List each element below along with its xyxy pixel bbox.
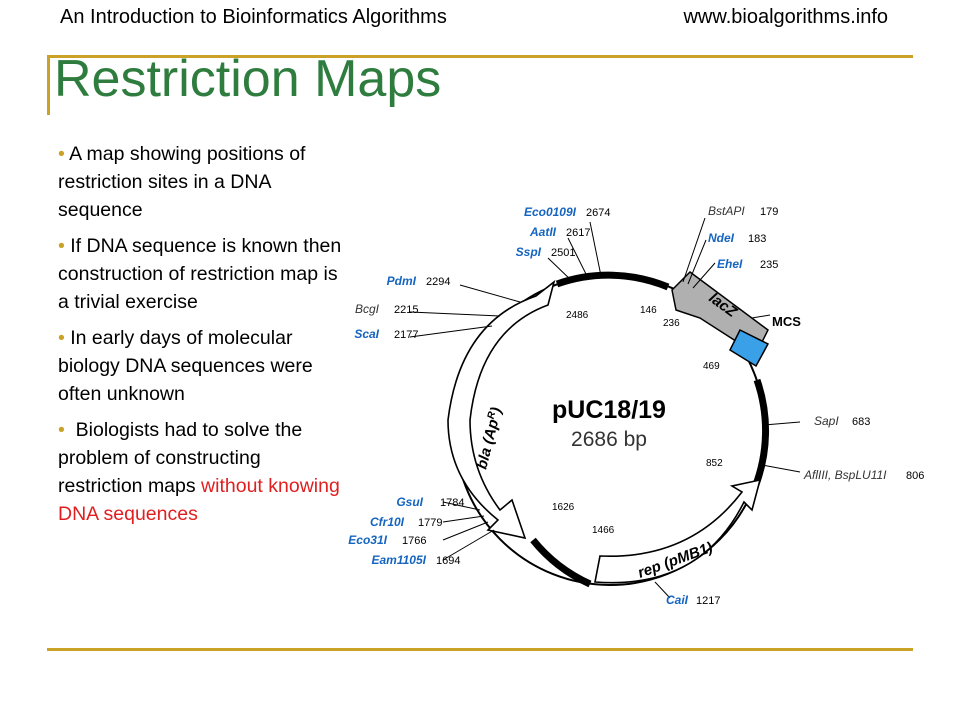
site-name-gsui: GsuI — [396, 495, 423, 509]
site-pos-eco0109i: 2674 — [586, 207, 610, 219]
bullet-item: • If DNA sequence is known then construc… — [58, 232, 348, 316]
mcs-label: MCS — [772, 314, 801, 329]
plasmid-map: 2486 146 236 469 852 1626 1466 pUC18/19 … — [348, 204, 924, 607]
top-divider — [47, 55, 913, 58]
site-leader-lines — [409, 217, 801, 599]
site-name-eco31i: Eco31I — [348, 533, 387, 547]
site-pos-afliii: 806 — [906, 470, 924, 482]
thick-segment-top — [555, 271, 670, 291]
bla-gene-arrow — [447, 279, 556, 540]
title-left-rule — [47, 57, 50, 115]
bla-gene-label: bla (ApR) — [473, 406, 505, 471]
plasmid-name: pUC18/19 — [552, 396, 666, 424]
thick-segment-bottom — [530, 537, 592, 588]
bullet-text: In early days of molecular biology DNA s… — [58, 327, 313, 405]
site-name-caii: CaiI — [666, 593, 689, 607]
bullet-dot: • — [58, 327, 71, 349]
inner-pos-label: 469 — [703, 361, 720, 372]
site-name-cfr10i: Cfr10I — [370, 515, 405, 529]
bullet-highlight: without knowing DNA sequences — [58, 475, 340, 525]
bullet-dot: • — [58, 235, 71, 257]
inner-pos-label: 1626 — [552, 502, 575, 513]
inner-pos-label: 2486 — [566, 310, 589, 321]
site-name-sapi: SapI — [814, 414, 839, 428]
rep-gene-arrow — [594, 478, 762, 584]
site-pos-ehei: 235 — [760, 259, 778, 271]
site-name-eam1105i: Eam1105I — [372, 553, 427, 567]
bullet-text: If DNA sequence is known then constructi… — [58, 235, 342, 313]
site-name-ehei: EheI — [717, 257, 743, 271]
site-pos-eco31i: 1766 — [402, 535, 426, 547]
site-pos-bcgi: 2215 — [394, 304, 418, 316]
slide-title: Restriction Maps — [54, 50, 442, 108]
mcs-box — [729, 328, 770, 368]
header-course-title: An Introduction to Bioinformatics Algori… — [60, 6, 447, 28]
site-pos-scai: 2177 — [394, 329, 418, 341]
site-pos-sapi: 683 — [852, 416, 870, 428]
site-name-bstapi: BstAPI — [708, 204, 745, 218]
thick-segment-right — [751, 378, 770, 489]
site-name-afliii: AflIII, BspLU11I — [803, 468, 887, 482]
plasmid-size: 2686 bp — [571, 428, 647, 451]
inner-pos-label: 852 — [706, 458, 723, 469]
site-pos-bstapi: 179 — [760, 206, 778, 218]
header-website: www.bioalgorithms.info — [683, 6, 888, 28]
site-pos-aatii: 2617 — [566, 227, 590, 239]
site-name-scai: ScaI — [354, 327, 379, 341]
bullet-item: • Biologists had to solve the problem of… — [58, 416, 348, 528]
site-name-pdmi: PdmI — [387, 274, 417, 288]
inner-pos-label: 236 — [663, 318, 680, 329]
site-name-eco0109i: Eco0109I — [524, 205, 577, 219]
bullet-dot: • — [58, 143, 70, 165]
inner-pos-label: 1466 — [592, 525, 615, 536]
bullet-item: • In early days of molecular biology DNA… — [58, 324, 348, 408]
site-name-aatii: AatII — [529, 225, 557, 239]
site-name-bcgi: BcgI — [355, 302, 380, 316]
site-name-sspi: SspI — [516, 245, 542, 259]
site-pos-gsui: 1784 — [440, 497, 464, 509]
bullet-text: A map showing positions of restriction s… — [58, 143, 306, 221]
bullet-list: • A map showing positions of restriction… — [58, 140, 348, 536]
site-name-ndei: NdeI — [708, 231, 735, 245]
site-pos-eam1105i: 1694 — [436, 555, 460, 567]
bullet-text: Biologists had to solve the problem of c… — [58, 419, 308, 497]
site-pos-cfr10i: 1779 — [418, 517, 442, 529]
bullet-item: • A map showing positions of restriction… — [58, 140, 348, 224]
bullet-dot: • — [58, 419, 71, 441]
inner-pos-label: 146 — [640, 305, 657, 316]
site-pos-ndei: 183 — [748, 233, 766, 245]
site-pos-pdmi: 2294 — [426, 276, 450, 288]
bottom-divider — [47, 648, 913, 651]
site-pos-sspi: 2501 — [551, 247, 575, 259]
site-pos-caii: 1217 — [696, 595, 720, 607]
